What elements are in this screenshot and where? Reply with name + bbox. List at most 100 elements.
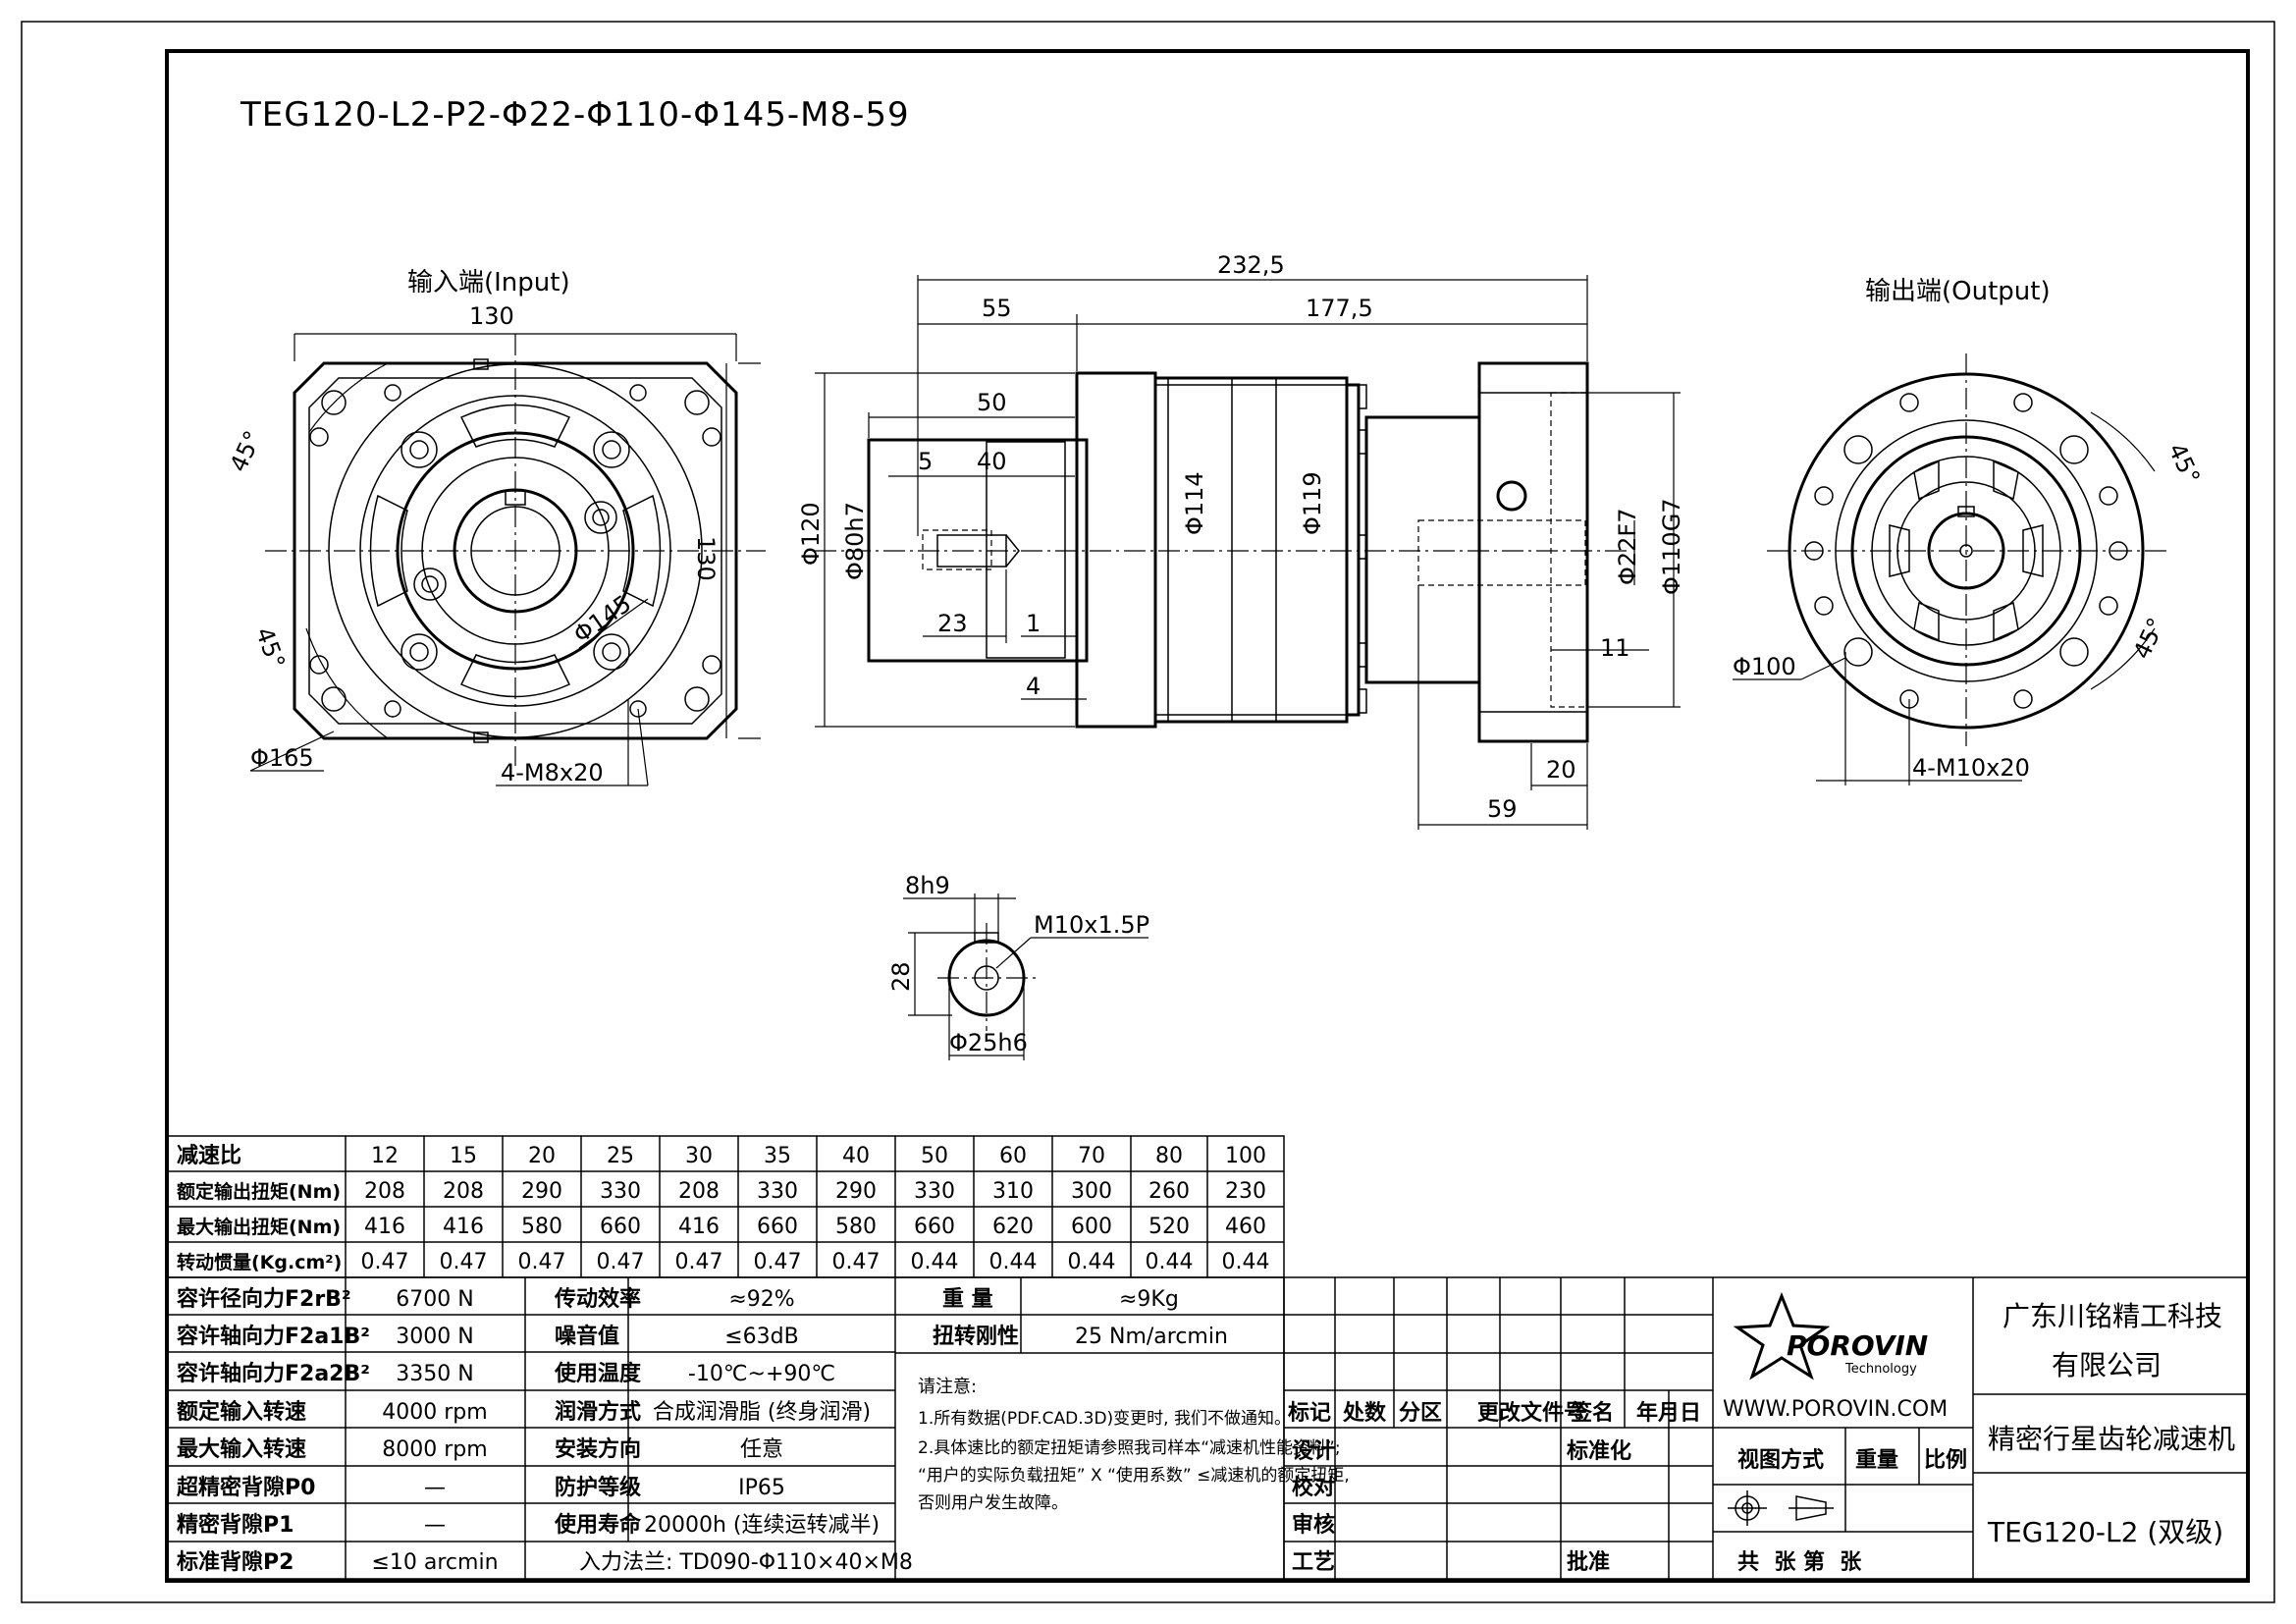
flange-spec: 入力法兰: TD090-Φ110×40×M8 (579, 1550, 913, 1575)
spec-value: ≤63dB (724, 1325, 799, 1349)
table-cell: 660 (914, 1215, 955, 1239)
note-line: 1.所有数据(PDF.CAD.3D)变更时, 我们不做通知。 (918, 1409, 1291, 1429)
table-cell: 208 (443, 1179, 484, 1204)
revision-header: 年月日 (1636, 1400, 1701, 1426)
ratio-value: 50 (921, 1144, 948, 1168)
side-view: 232,5 55 177,5 50 5 40 23 1 4 Φ120 Φ80h7… (797, 251, 1685, 830)
spec-label: 额定输入转速 (177, 1399, 306, 1425)
logo-sub: Technology (1844, 1362, 1917, 1377)
approve-label: 批准 (1567, 1550, 1610, 1575)
dim-side-phi80h7: Φ80h7 (841, 502, 869, 580)
dim-input-130-h: 130 (469, 302, 514, 330)
table-cell: 208 (364, 1179, 405, 1204)
spec-label: 使用寿命 (554, 1512, 642, 1538)
sheet-label: 共 张 第 张 (1737, 1549, 1862, 1575)
spec-value: — (424, 1476, 446, 1500)
table-cell: 0.44 (1146, 1250, 1194, 1274)
table-cell: 520 (1148, 1215, 1190, 1239)
table-cell: 0.44 (1068, 1250, 1116, 1274)
weight-label: 重 量 (942, 1287, 993, 1312)
star-logo-icon (1733, 1291, 1831, 1380)
table-cell: 310 (992, 1179, 1034, 1204)
ratio-value: 80 (1155, 1144, 1183, 1168)
spec-middle-column: 传动效率≈92%噪音值≤63dB使用温度-10℃~+90℃润滑方式合成润滑脂 (… (554, 1286, 880, 1538)
dim-shaft-phi25h6: Φ25h6 (949, 1029, 1028, 1056)
spec-value: -10℃~+90℃ (688, 1362, 835, 1386)
spec-label: 精密背隙P1 (177, 1512, 294, 1538)
stiffness-value: 25 Nm/arcmin (1075, 1325, 1228, 1349)
output-view-label: 输出端(Output) (1865, 277, 2051, 306)
dim-side-phi120: Φ120 (797, 502, 825, 566)
ratio-value: 20 (528, 1144, 556, 1168)
spec-label: 超精密背隙P0 (177, 1475, 315, 1500)
spec-label: 使用温度 (554, 1361, 642, 1386)
input-view-label: 输入端(Input) (407, 268, 570, 298)
ratio-row-label: 转动惯量(Kg.cm²) (177, 1251, 342, 1273)
dim-side-phi119: Φ119 (1299, 471, 1326, 535)
output-end-view: 输出端(Output) 45° 45° (1733, 277, 2206, 785)
revision-header: 更改文件号 (1477, 1400, 1585, 1426)
table-cell: 230 (1225, 1179, 1266, 1204)
dim-side-55: 55 (982, 295, 1012, 322)
dim-side-5: 5 (918, 448, 933, 475)
spec-value: 20000h (连续运转减半) (644, 1513, 880, 1538)
revision-headers: 标记处数分区更改文件号签名年月日 (1288, 1400, 1701, 1426)
table-cell: 0.47 (754, 1250, 802, 1274)
table-cell: 300 (1071, 1179, 1112, 1204)
role-audit: 审核 (1292, 1512, 1335, 1538)
role-design: 设计 (1292, 1439, 1335, 1464)
dim-side-59: 59 (1487, 795, 1518, 823)
table-cell: 660 (757, 1215, 798, 1239)
spec-label: 容许轴向力F2a2B² (177, 1361, 370, 1386)
model-name: TEG120-L2 (双级) (1987, 1516, 2223, 1548)
spec-label: 容许径向力F2rB² (177, 1286, 351, 1312)
dim-side-phi110g7: Φ110G7 (1658, 498, 1685, 595)
ratio-row-label: 额定输出扭矩(Nm) (177, 1180, 341, 1203)
model-code: TEG120-L2-P2-Φ22-Φ110-Φ145-M8-59 (240, 95, 910, 135)
ratio-value: 35 (764, 1144, 791, 1168)
dim-side-11: 11 (1600, 634, 1630, 662)
notes-title: 请注意: (918, 1377, 977, 1397)
table-cell: 0.47 (832, 1250, 881, 1274)
spec-value: IP65 (738, 1476, 785, 1500)
note-line: “用户的实际负载扭矩” X “使用系数” ≤减速机的额定扭矩, (918, 1465, 1350, 1486)
note-line: 否则用户发生故障。 (918, 1493, 1068, 1513)
dim-shaft-thread: M10x1.5P (1034, 911, 1149, 939)
table-cell: 0.47 (675, 1250, 723, 1274)
weight-col-label: 重量 (1855, 1448, 1898, 1473)
standardize-label: 标准化 (1567, 1438, 1631, 1464)
spec-value: 合成润滑脂 (终身润滑) (653, 1400, 871, 1425)
spec-label: 标准背隙P2 (177, 1549, 294, 1575)
inner-frame (165, 49, 2250, 1583)
input-end-view: 输入端(Input) (225, 268, 766, 786)
table-cell: 0.44 (989, 1250, 1038, 1274)
spec-value: 3350 N (396, 1362, 473, 1386)
table-cell: 580 (835, 1215, 877, 1239)
dim-side-177-5: 177,5 (1306, 295, 1373, 322)
spec-value: ≈92% (728, 1287, 794, 1312)
ratio-header-label: 减速比 (177, 1143, 241, 1168)
table-cell: 460 (1225, 1215, 1266, 1239)
dim-input-45-bottom: 45° (250, 623, 291, 673)
table-cell: 0.47 (440, 1250, 488, 1274)
ratio-value: 25 (607, 1144, 634, 1168)
outer-frame (21, 21, 2275, 1603)
scale-label: 比例 (1924, 1448, 1967, 1473)
revision-header: 处数 (1342, 1400, 1387, 1426)
dim-side-1: 1 (1026, 610, 1041, 637)
role-process: 工艺 (1292, 1549, 1335, 1575)
spec-value: — (424, 1513, 446, 1538)
table-cell: 620 (992, 1215, 1034, 1239)
spec-value: 4000 rpm (382, 1400, 487, 1425)
dim-output-phi100: Φ100 (1733, 653, 1796, 680)
logo-name: POROVIN (1787, 1329, 1928, 1362)
dim-input-phi165: Φ165 (250, 744, 314, 772)
dim-side-23: 23 (937, 610, 968, 637)
spec-label: 容许轴向力F2a1B² (177, 1324, 370, 1349)
table-cell: 330 (757, 1179, 798, 1204)
dim-shaft-8h9: 8h9 (905, 872, 950, 899)
role-check: 校对 (1292, 1475, 1335, 1500)
ratio-table: 减速比 额定输出扭矩(Nm) 最大输出扭矩(Nm) 转动惯量(Kg.cm²) 1… (166, 1135, 1285, 1278)
